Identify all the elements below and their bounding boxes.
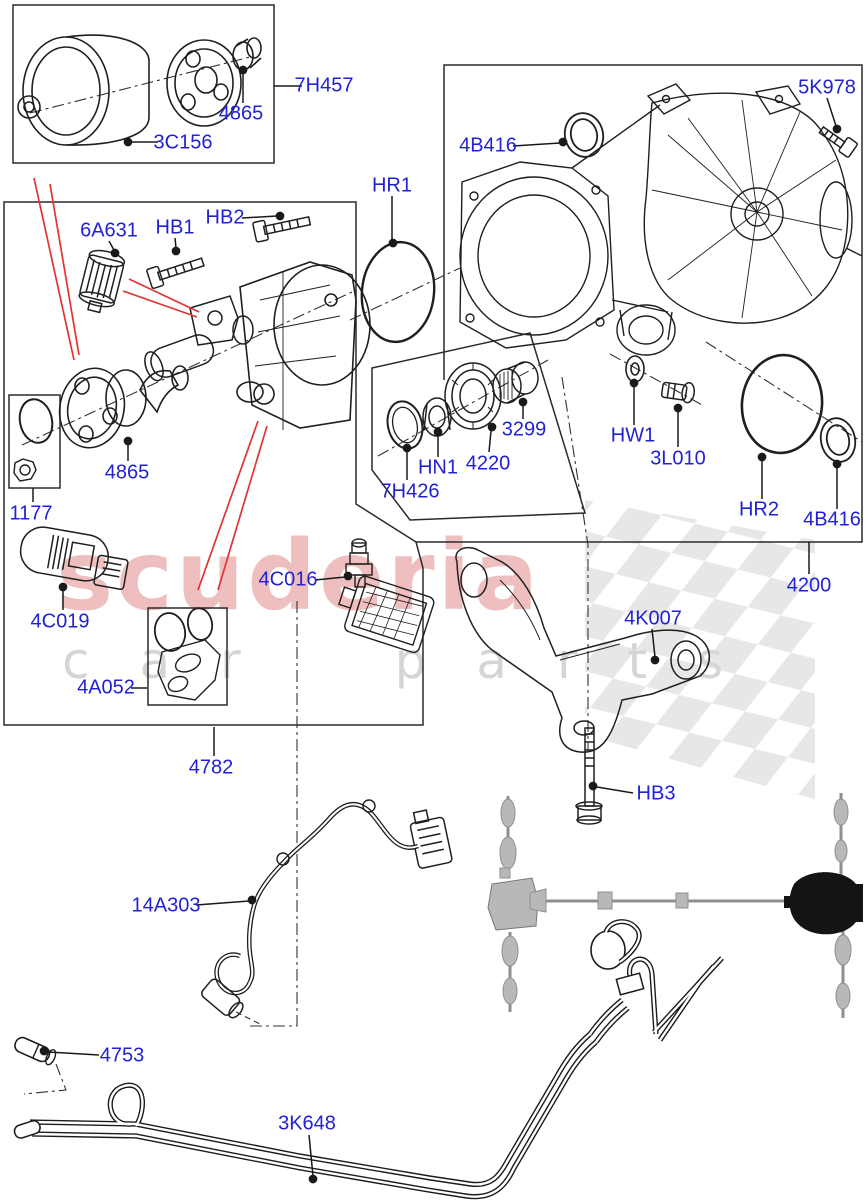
part-label-3L010[interactable]: 3L010 <box>650 447 706 470</box>
part-label-3299[interactable]: 3299 <box>501 418 547 441</box>
part-label-6A631[interactable]: 6A631 <box>80 219 138 242</box>
part-label-4C019[interactable]: 4C019 <box>30 610 90 633</box>
part-cover-3c156 <box>17 34 150 146</box>
box-bearing-set <box>371 332 587 521</box>
part-oring-hr2 <box>740 353 824 455</box>
part-plug-3l010 <box>660 381 696 404</box>
part-washer-hw1 <box>625 355 645 383</box>
box-7h457 <box>12 4 275 164</box>
part-label-4B416-b[interactable]: 4B416 <box>803 508 861 531</box>
part-label-7H426[interactable]: 7H426 <box>380 480 440 503</box>
part-pipes-3k648 <box>13 919 724 1200</box>
part-solenoid <box>144 295 254 382</box>
box-1177 <box>8 394 61 489</box>
part-label-4200[interactable]: 4200 <box>786 574 832 597</box>
part-filter-6a631 <box>78 249 126 314</box>
part-gasket-kit-4a052 <box>153 607 221 701</box>
part-label-HB1[interactable]: HB1 <box>155 216 195 239</box>
part-oring-hr1 <box>360 240 436 344</box>
part-bolt-hb2 <box>252 216 312 243</box>
part-bolt-5k978 <box>818 125 858 158</box>
leader-lines <box>32 65 842 1184</box>
part-label-4753[interactable]: 4753 <box>99 1044 145 1067</box>
part-sensor-4c016 <box>338 538 435 654</box>
part-label-HB2[interactable]: HB2 <box>205 206 245 229</box>
part-bolt-hb1 <box>146 257 205 290</box>
part-seal-4b416-b <box>819 417 857 463</box>
part-actuator-housing <box>236 261 371 430</box>
part-label-4865-a[interactable]: 4865 <box>218 102 264 125</box>
box-4a052 <box>147 607 228 706</box>
part-label-3K648[interactable]: 3K648 <box>278 1112 336 1135</box>
part-label-HB3[interactable]: HB3 <box>636 782 676 805</box>
driveline-schematic <box>487 793 852 1018</box>
part-label-4220[interactable]: 4220 <box>465 452 511 475</box>
part-label-HR1[interactable]: HR1 <box>371 174 413 197</box>
axis-lines <box>21 55 863 1095</box>
box-4200 <box>416 64 863 543</box>
part-label-4K007[interactable]: 4K007 <box>624 607 682 630</box>
checkered-flag-watermark <box>585 500 815 800</box>
part-bearing-4220 <box>444 362 502 430</box>
part-label-3C156[interactable]: 3C156 <box>153 131 213 154</box>
red-locator-lines <box>33 177 268 591</box>
part-label-HW1[interactable]: HW1 <box>610 424 656 447</box>
part-label-HN1[interactable]: HN1 <box>417 456 459 479</box>
part-label-1177[interactable]: 1177 <box>9 502 53 525</box>
part-cv-joint-4865-a <box>166 37 262 127</box>
part-bolt-hb3 <box>575 727 603 825</box>
part-label-7H457[interactable]: 7H457 <box>294 74 354 97</box>
part-label-4C016[interactable]: 4C016 <box>258 568 318 591</box>
part-label-4782[interactable]: 4782 <box>188 756 234 779</box>
box-4782 <box>3 201 424 726</box>
part-sleeve-3299 <box>492 361 539 404</box>
group-boxes <box>3 4 863 726</box>
part-connector-4753 <box>14 1036 57 1066</box>
part-pump-4c019 <box>19 526 129 590</box>
part-label-4A052[interactable]: 4A052 <box>77 676 135 699</box>
part-label-5K978[interactable]: 5K978 <box>798 76 856 99</box>
part-label-4B416-a[interactable]: 4B416 <box>459 134 517 157</box>
part-harness-14a303 <box>201 799 453 1019</box>
part-cv-joint-4865-b <box>58 365 189 449</box>
part-label-14A303[interactable]: 14A303 <box>131 894 201 917</box>
part-seal-4b416-a <box>563 112 605 158</box>
part-diff-housing <box>459 83 863 356</box>
part-circlip-nut-1177 <box>13 398 54 482</box>
part-label-HR2[interactable]: HR2 <box>738 498 780 521</box>
part-label-4865-b[interactable]: 4865 <box>104 461 150 484</box>
driveline-rear-diff-highlight <box>784 872 863 935</box>
